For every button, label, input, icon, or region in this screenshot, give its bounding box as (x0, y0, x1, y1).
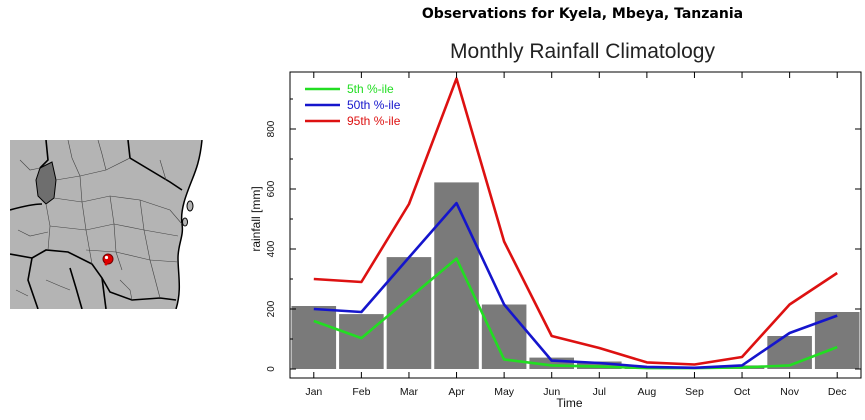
chart-title: Monthly Rainfall Climatology (450, 40, 715, 63)
legend-label-2: 50th %-ile (347, 98, 401, 112)
y-tick-label: 600 (266, 180, 277, 197)
x-tick-label-nov: Nov (780, 386, 799, 398)
map-ocean (176, 140, 213, 309)
bar-jan (291, 306, 337, 369)
x-tick-label-oct: Oct (734, 386, 750, 398)
series-line-2 (313, 201, 838, 370)
y-tick-label: 200 (266, 300, 277, 317)
x-tick-label-mar: Mar (400, 386, 419, 398)
y-tick-label: 400 (266, 240, 277, 257)
x-tick-label-sep: Sep (685, 386, 704, 398)
x-tick-label-jun: Jun (543, 386, 560, 398)
x-tick-label-feb: Feb (352, 386, 370, 398)
x-tick-label-jul: Jul (593, 386, 606, 398)
y-tick-label: 0 (266, 366, 277, 372)
y-axis-label: rainfall [mm] (249, 186, 263, 251)
x-tick-label-jan: Jan (305, 386, 322, 398)
y-tick-label: 800 (266, 120, 277, 137)
plot-frame (289, 71, 862, 379)
legend-label-3: 95th %-ile (347, 114, 401, 128)
series-line-3 (313, 77, 838, 366)
x-tick-label-dec: Dec (828, 386, 847, 398)
bar-nov (767, 336, 812, 369)
x-tick-label-may: May (494, 386, 515, 398)
bar-jul (577, 361, 622, 369)
x-axis-label: Time (556, 396, 583, 410)
legend-label-1: 5th %-ile (347, 82, 394, 96)
x-tick-label-aug: Aug (638, 386, 657, 398)
map-highlight-region (35, 161, 57, 205)
bar-feb (339, 314, 384, 369)
location-pin-icon (102, 253, 114, 266)
series-line-1 (313, 257, 838, 370)
bar-jun (529, 357, 574, 369)
location-map (9, 139, 213, 310)
bar-apr (434, 182, 479, 369)
page-title: Observations for Kyela, Mbeya, Tanzania (421, 6, 744, 22)
x-tick-label-apr: Apr (448, 386, 465, 398)
